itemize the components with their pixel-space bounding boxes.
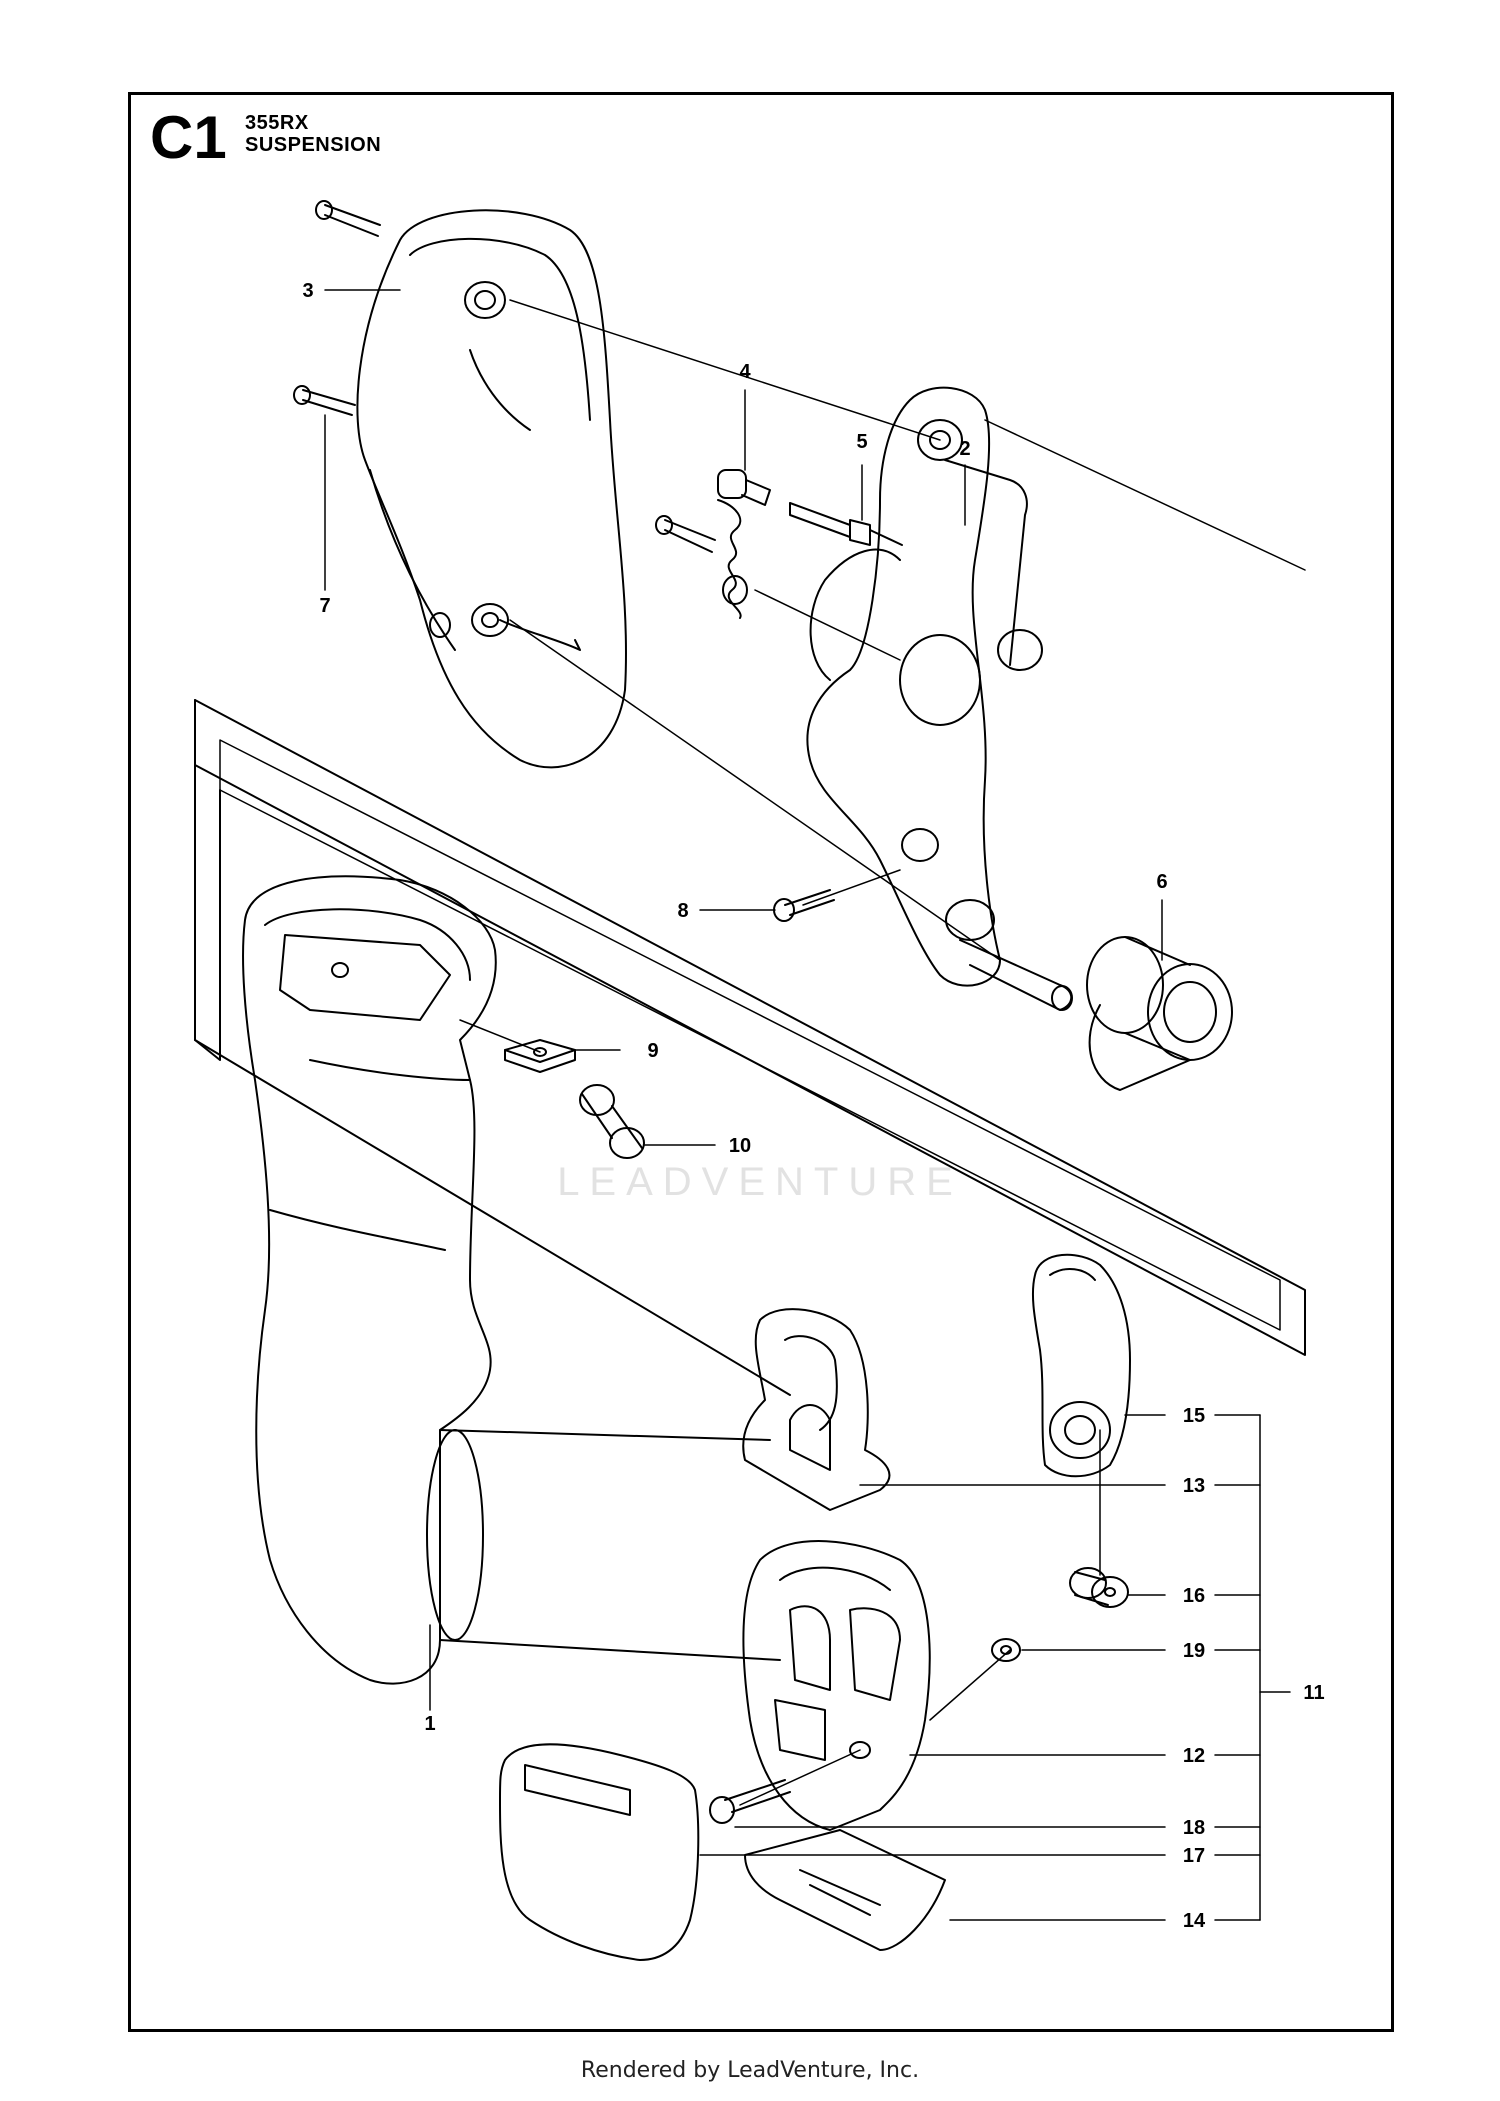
part-17-cover: [499, 1743, 700, 1961]
callout-4: 4: [739, 361, 751, 383]
callout-leaders: [324, 289, 1291, 1921]
callout-13: 13: [1183, 1475, 1205, 1497]
callout-3: 3: [302, 280, 313, 302]
callout-5: 5: [856, 431, 867, 453]
callout-11: 11: [1303, 1682, 1324, 1704]
part-1-handle: [242, 875, 781, 1685]
part-3-cover: [356, 209, 627, 769]
part-4-spring: [717, 469, 771, 619]
section-code: C1: [150, 104, 227, 171]
callout-19: 19: [1183, 1640, 1205, 1662]
callout-15: 15: [1183, 1405, 1205, 1427]
part-16-pin: [1069, 1567, 1129, 1608]
part-14-latch: [744, 1829, 946, 1951]
part-18-screw: [709, 1779, 791, 1824]
footer-credit: Rendered by LeadVenture, Inc.: [580, 2058, 920, 2083]
model-label: 355RX: [245, 112, 309, 134]
assembly-lines: [459, 299, 1306, 1806]
lower-plane-left-edge: [194, 789, 221, 1061]
callout-12: 12: [1183, 1745, 1205, 1767]
callout-8: 8: [677, 900, 688, 922]
diagram-frame: [128, 92, 1394, 2032]
callout-6: 6: [1156, 871, 1167, 893]
callout-2: 2: [959, 438, 970, 460]
upper-plane-outline: [194, 699, 1306, 1356]
watermark-text: LEADVENTURE: [557, 1160, 963, 1204]
lower-plane-bottom: [194, 1039, 791, 1396]
callout-1: 1: [424, 1713, 435, 1735]
part-6-damper: [1086, 936, 1233, 1091]
callout-17: 17: [1183, 1845, 1205, 1867]
callout-14: 14: [1183, 1910, 1206, 1932]
part-9-nut: [504, 1039, 576, 1073]
callout-18: 18: [1183, 1817, 1205, 1839]
part-12-housing: [742, 1540, 931, 1831]
part-2-bracket: [806, 386, 1073, 1011]
part-19-washer: [991, 1638, 1021, 1662]
part-13-clamp: [742, 1308, 891, 1511]
lower-plane-outline: [219, 739, 1281, 1331]
part-15-hanger: [1031, 1253, 1131, 1478]
callout-10: 10: [729, 1135, 751, 1157]
part-8-screw: [773, 889, 835, 922]
section-title: SUSPENSION: [245, 134, 382, 156]
callout-9: 9: [647, 1040, 658, 1062]
callout-16: 16: [1183, 1585, 1205, 1607]
part-7-screw: [293, 200, 716, 553]
part-10-sleeve: [579, 1084, 645, 1159]
callout-7: 7: [319, 595, 330, 617]
part-5-screw: [789, 502, 903, 546]
